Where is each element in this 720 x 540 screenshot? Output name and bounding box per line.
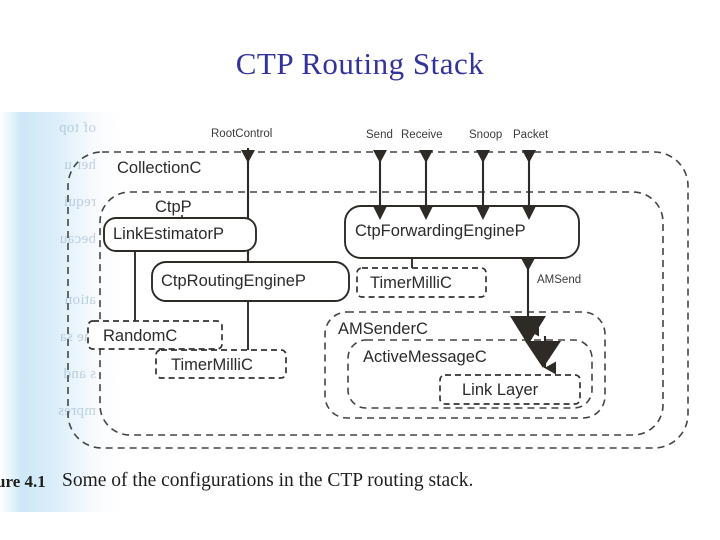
figure-caption: ure 4.1 Some of the configurations in th… <box>0 470 720 504</box>
component-label-ctp-forwarding-engine-p: CtpForwardingEngineP <box>355 222 526 240</box>
container-label-collection-c: CollectionC <box>117 159 202 177</box>
arrowhead-send-inside-fe <box>373 206 387 220</box>
component-label-timer-milli-c-right: TimerMilliC <box>370 274 452 292</box>
port-label-packet: Packet <box>513 129 549 141</box>
component-label-link-layer: Link Layer <box>462 381 539 399</box>
figure-caption-number: ure 4.1 <box>0 472 46 491</box>
container-label-active-message-c: ActiveMessageC <box>363 348 487 366</box>
container-label-am-sender-c: AMSenderC <box>338 320 428 338</box>
port-label-snoop: Snoop <box>469 129 503 141</box>
page-title: CTP Routing Stack <box>235 46 485 81</box>
container-ctp-p-outline <box>99 191 664 436</box>
container-label-ctp-p: CtpP <box>155 198 192 216</box>
container-active-message-c-outline <box>347 339 593 409</box>
box-link-layer-outline <box>439 374 581 405</box>
port-label-receive: Receive <box>401 129 443 141</box>
port-label-rootcontrol: RootControl <box>211 128 273 140</box>
arrowhead-packet-inside-fe <box>522 206 536 220</box>
port-label-amsend: AMSend <box>537 274 582 286</box>
box-link-estimator-p-outline <box>103 217 257 252</box>
arrowhead-amsenderc-entry <box>510 316 546 345</box>
component-label-timer-milli-c-left: TimerMilliC <box>171 356 253 374</box>
box-timer-milli-c-right-outline <box>356 267 487 298</box>
box-timer-milli-c-left-outline <box>155 349 287 379</box>
figure-caption-text: Some of the configurations in the CTP ro… <box>62 470 474 491</box>
component-label-random-c: RandomC <box>103 327 178 345</box>
arrowhead-receive-inside-fe <box>419 206 433 220</box>
component-label-link-estimator-p: LinkEstimatorP <box>113 225 224 243</box>
arrowhead-activemessagec-to-linklayer <box>525 341 561 368</box>
box-ctp-routing-engine-p-outline <box>151 261 350 302</box>
arrowhead-amsend-forwarding-exit <box>521 258 535 271</box>
arrowhead-snoop-collectionc <box>476 150 490 163</box>
box-ctp-forwarding-engine-p-outline <box>344 205 580 259</box>
container-am-sender-c-outline <box>324 311 606 419</box>
arrowhead-snoop-inside-fe <box>476 206 490 220</box>
arrowhead-receive-collectionc <box>419 150 433 163</box>
port-label-send: Send <box>366 129 393 141</box>
arrowhead-rootcontrol-collectionc <box>241 150 255 163</box>
arrowhead-send-collectionc <box>373 150 387 163</box>
component-label-ctp-routing-engine-p: CtpRoutingEngineP <box>161 272 306 290</box>
box-random-c-outline <box>87 320 223 350</box>
arrowhead-packet-collectionc <box>522 150 536 163</box>
